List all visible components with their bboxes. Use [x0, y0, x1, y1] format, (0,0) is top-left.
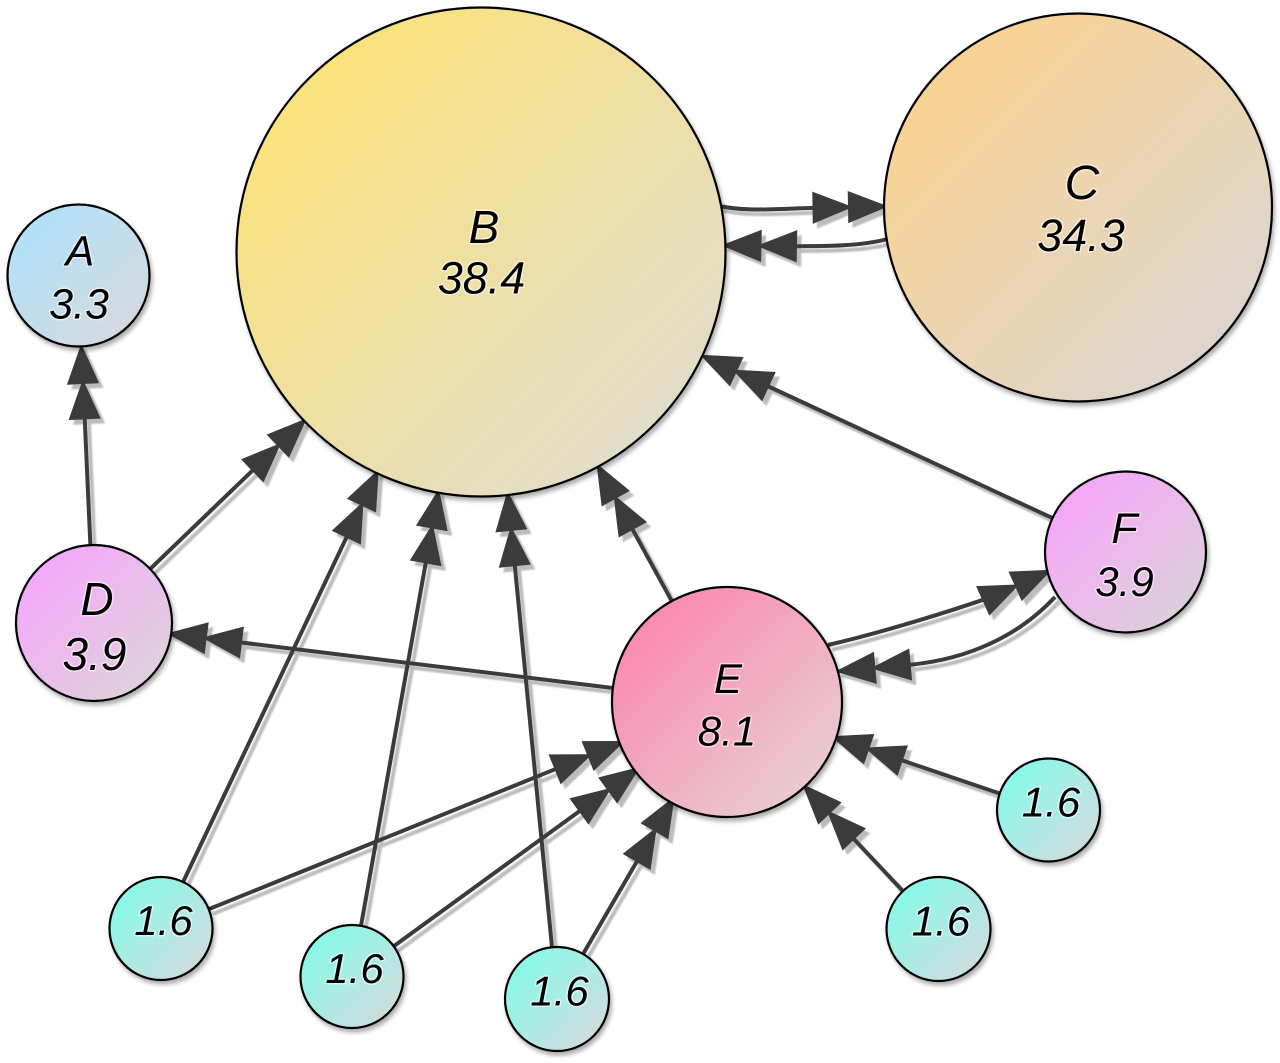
svg-text:1.6: 1.6 [1022, 779, 1081, 826]
svg-text:C: C [1065, 157, 1100, 210]
svg-text:1.6: 1.6 [134, 897, 193, 944]
svg-text:A: A [63, 228, 95, 276]
svg-text:F: F [1111, 505, 1140, 553]
svg-text:E: E [714, 655, 743, 702]
svg-text:D: D [80, 573, 113, 625]
svg-text:B: B [469, 201, 500, 253]
svg-text:34.3: 34.3 [1037, 210, 1125, 261]
svg-text:3.9: 3.9 [63, 628, 127, 680]
svg-text:3.3: 3.3 [49, 281, 109, 329]
svg-text:3.9: 3.9 [1095, 558, 1153, 605]
svg-text:8.1: 8.1 [698, 708, 756, 755]
svg-text:1.6: 1.6 [325, 945, 384, 992]
svg-text:38.4: 38.4 [438, 253, 526, 304]
svg-text:1.6: 1.6 [530, 968, 589, 1015]
svg-text:1.6: 1.6 [912, 898, 971, 945]
